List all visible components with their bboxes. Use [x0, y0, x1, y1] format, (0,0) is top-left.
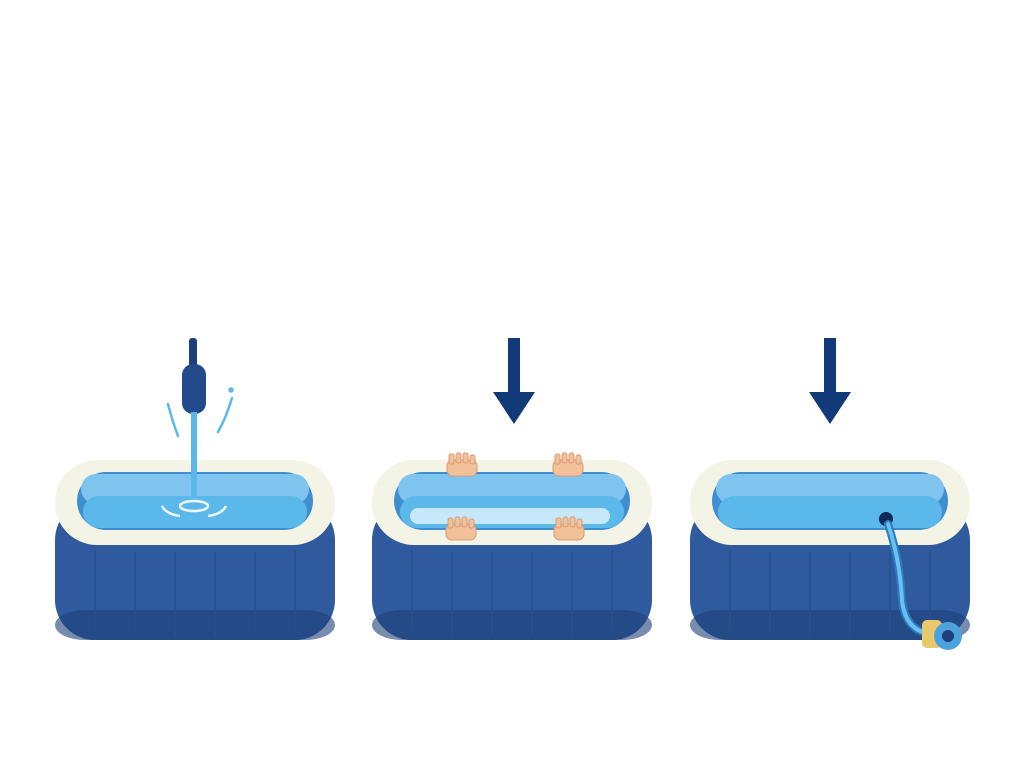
hot-tub-draining-icon: [689, 459, 971, 650]
hot-tub-with-hands-icon: [371, 452, 653, 641]
arrow-down-icon: [493, 338, 535, 424]
arrow-down-icon: [809, 338, 851, 424]
hot-tub-filling-icon: [54, 338, 336, 641]
